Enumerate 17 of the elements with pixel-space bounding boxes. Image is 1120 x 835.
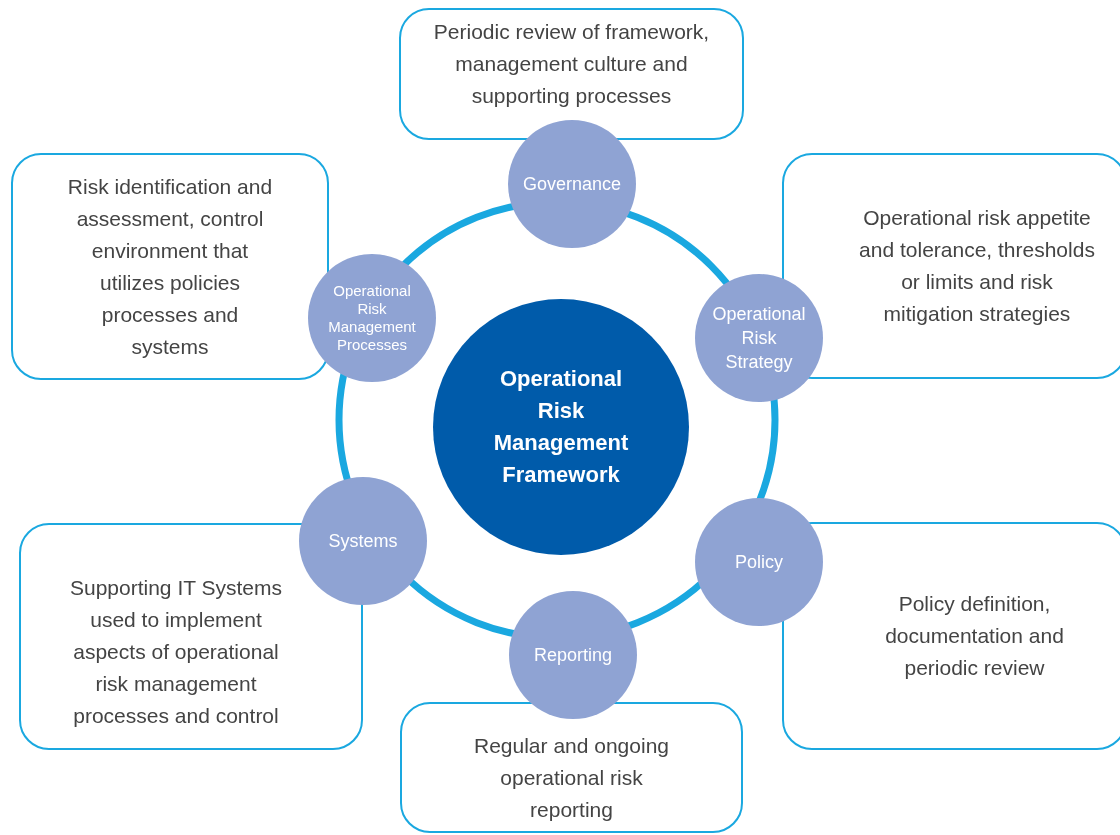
circle-label: Policy <box>735 551 783 574</box>
circle-label: Operational Risk Management Processes <box>327 282 417 354</box>
description-card <box>399 8 744 140</box>
circle-label: Reporting <box>533 644 612 667</box>
circle-label: Operational Risk Management Framework <box>492 365 630 489</box>
description-card <box>400 702 743 833</box>
description-card <box>11 153 329 380</box>
description-text: Periodic review of framework, management culture and supporting processes <box>432 19 711 109</box>
description-text: Risk identification and assessment, control environment that utilizes policies processes and systems <box>66 173 274 360</box>
circle-label: Systems <box>328 530 398 553</box>
description-text: Policy definition, documentation and periodic review <box>884 591 1065 681</box>
description-text: Operational risk appetite and tolerance, thresholds or limits and risk mitigation strategies <box>858 205 1096 327</box>
circle-label: Operational Risk Strategy <box>711 303 807 374</box>
description-text: Supporting IT Systems used to implement aspects of operational risk management processes and control <box>68 574 283 729</box>
description-text: Regular and ongoing operational risk reporting <box>473 732 670 823</box>
circle-label: Governance <box>522 173 622 196</box>
description-card <box>782 522 1120 750</box>
